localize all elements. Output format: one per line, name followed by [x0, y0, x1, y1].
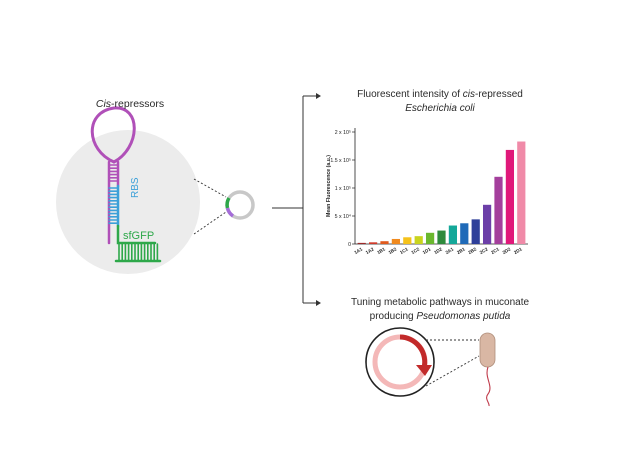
y-tick-label: 2 x 10⁵ [335, 130, 351, 136]
pathway-arrow-icon [416, 365, 432, 376]
chart-y-axis-label: Mean Fluorescence (a.u.) [326, 155, 332, 217]
y-tick-label: 1.5 x 10⁵ [330, 158, 351, 164]
x-tick-label: 1C2 [410, 246, 420, 255]
bar-1a2 [368, 242, 378, 244]
arrow-to-chart-icon [316, 93, 321, 99]
x-tick-label: 2D1 [513, 246, 523, 255]
x-tick-label: 1D1 [422, 246, 432, 255]
chart-bars [357, 141, 526, 244]
bar-2b2 [471, 219, 480, 244]
x-tick-label: 2B2 [467, 246, 477, 255]
plasmid-icon [225, 190, 255, 220]
x-tick-label: 2C1 [490, 246, 500, 255]
bar-2d2 [505, 149, 515, 244]
sfgfp-strand-top [116, 224, 157, 245]
bar-1a1 [357, 242, 366, 244]
bar-1c2 [414, 236, 423, 244]
bar-1b2 [391, 238, 401, 244]
x-tick-label: 2B1 [456, 246, 466, 255]
bar-2c2 [482, 204, 492, 244]
tuning-title: Tuning metabolic pathways in muconate pr… [350, 297, 530, 322]
repressor-backdrop-circle [56, 130, 200, 274]
y-tick-label: 1 x 10⁵ [335, 186, 351, 192]
bar-1d1 [425, 232, 435, 244]
flagellum [486, 366, 491, 407]
rbs-label: RBS [130, 177, 141, 198]
hairpin-base-pairs [108, 164, 119, 182]
x-tick-label: 1A1 [353, 246, 363, 255]
arrow-to-pathway-icon [316, 300, 321, 306]
rbs-base-pairs [108, 187, 119, 224]
bar-1b1 [380, 241, 389, 244]
hairpin-structure [90, 106, 162, 263]
bar-1d2 [437, 230, 446, 244]
x-tick-label: 1B2 [388, 246, 398, 255]
sfgfp-label: sfGFP [123, 230, 154, 242]
x-tick-label: 2D2 [502, 246, 512, 255]
fluorescence-title: Fluorescent intensity of cis-repressed E… [357, 89, 523, 114]
bar-1c1 [403, 237, 412, 244]
x-tick-label: 1C1 [399, 246, 409, 255]
pathway-flux-arc [399, 334, 428, 369]
bar-2b1 [460, 223, 469, 244]
bar-2a1 [448, 225, 458, 244]
y-tick-label: 5 x 10⁴ [335, 214, 351, 220]
hairpin-loop [90, 106, 136, 164]
x-tick-label: 2A1 [445, 246, 455, 255]
y-tick-label: 0 [348, 242, 351, 248]
x-tick-label: 1D2 [433, 246, 443, 255]
zoom-line-bottom [193, 211, 227, 235]
bar-2d1 [517, 141, 526, 244]
pathway-icon [365, 327, 435, 397]
x-tick-label: 2C2 [479, 246, 489, 255]
bacterium-icon [479, 332, 496, 407]
bar-2c1 [494, 176, 503, 244]
chart-y-ticks: 0 5 x 10⁴ 1 x 10⁵ 1.5 x 10⁵ 2 x 10⁵ [330, 130, 355, 248]
x-tick-label: 1B1 [376, 246, 386, 255]
branch-connector [272, 93, 321, 306]
sfgfp-base-pairs [118, 243, 159, 261]
x-tick-label: 1A2 [365, 246, 375, 255]
cis-repressors-title: Cis-repressors [95, 98, 165, 110]
